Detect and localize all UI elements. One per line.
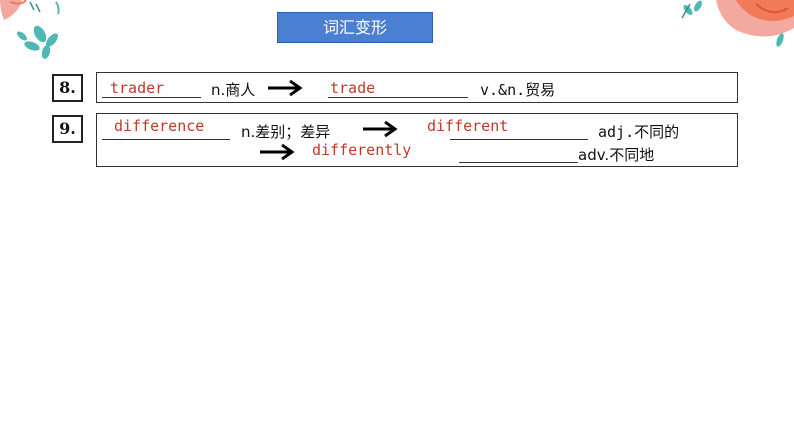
- row-9-answer-3: differently: [312, 141, 412, 159]
- row-8-answer-1: trader: [110, 79, 165, 97]
- row-9-box: [96, 113, 738, 167]
- row-8-box: [96, 72, 738, 103]
- row-9-blank-1: [102, 122, 230, 140]
- row-9-gloss-1: n.差别；差异: [241, 123, 331, 141]
- row-9-blank-2: [450, 122, 588, 140]
- row-9-gloss-3: adv.不同地: [578, 146, 655, 164]
- row-8-blank-1: [102, 80, 201, 98]
- row-9-gloss-2: adj.不同的: [598, 123, 680, 141]
- row-9-answer-2: different: [427, 117, 509, 135]
- row-9-answer-1: difference: [114, 117, 205, 135]
- arrow-icon: [363, 120, 398, 138]
- row-8-answer-2: trade: [330, 79, 376, 97]
- page-title: 词汇变形: [277, 12, 433, 43]
- row-8-gloss-2: v.&n.贸易: [480, 81, 556, 99]
- row-8-blank-2: [328, 80, 468, 98]
- arrow-icon: [260, 143, 295, 161]
- leaf-decoration-left: [0, 0, 60, 59]
- row-8-gloss-1: n.商人: [211, 81, 256, 99]
- item-number-8: 8.: [52, 74, 83, 102]
- arrow-icon: [268, 79, 303, 97]
- item-number-9: 9.: [52, 115, 83, 143]
- row-9-blank-3: [459, 145, 578, 163]
- leaf-decoration-right: [681, 0, 794, 47]
